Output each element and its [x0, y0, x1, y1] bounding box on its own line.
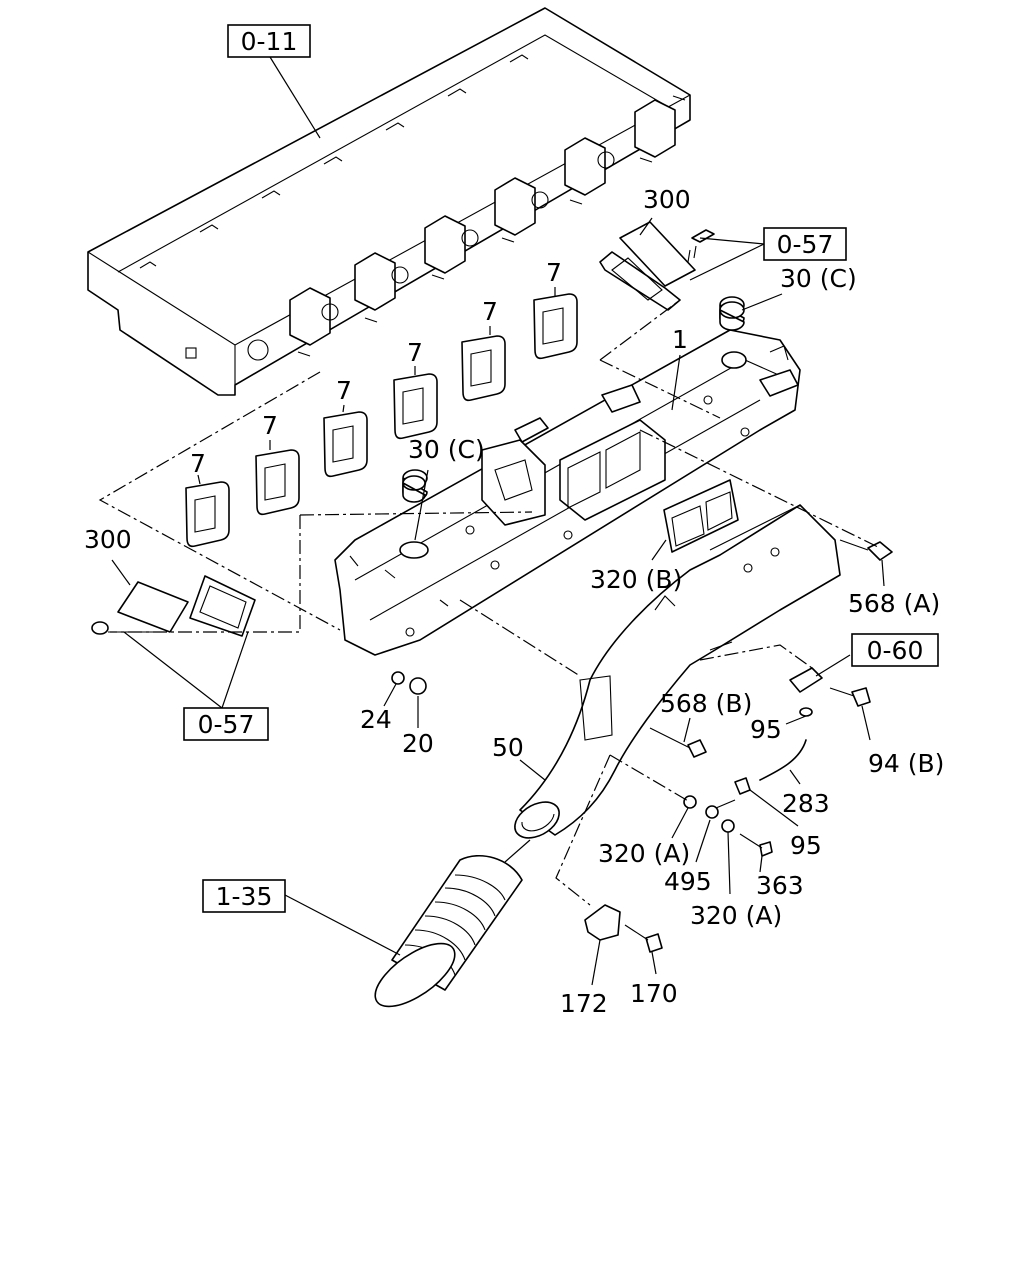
callout-95-lower: 95: [790, 831, 822, 860]
ref-box-0-60[interactable]: 0-60: [851, 633, 939, 667]
callout-568a: 568 (A): [848, 589, 940, 618]
manifold-gaskets-7: [185, 293, 578, 548]
assembly-lines: [98, 299, 881, 906]
reference-boxes: 0-11 0-57 0-57 0-60 1-35: [183, 24, 939, 913]
callout-94b: 94 (B): [868, 749, 944, 778]
callout-320a-lower: 320 (A): [690, 901, 782, 930]
ref-box-0-57-right[interactable]: 0-57: [763, 227, 847, 261]
callout-320b: 320 (B): [590, 565, 682, 594]
callout-20: 20: [402, 729, 434, 758]
callout-170: 170: [630, 979, 678, 1008]
callout-7: 7: [190, 449, 206, 478]
callout-95-upper: 95: [750, 715, 782, 744]
callout-7: 7: [407, 338, 423, 367]
cover-plate-300-left: [91, 575, 256, 637]
callout-1: 1: [672, 325, 688, 354]
cylinder-head-drawing: [87, 7, 691, 396]
svg-text:0-57: 0-57: [777, 230, 834, 259]
callout-495: 495: [664, 867, 712, 896]
callout-7: 7: [336, 376, 352, 405]
exhaust-pipe-50: [514, 504, 841, 839]
callout-320a-upper: 320 (A): [598, 839, 690, 868]
leader-lines: [111, 56, 885, 986]
callout-300-top: 300: [643, 185, 691, 214]
ref-box-0-11[interactable]: 0-11: [227, 24, 311, 58]
callout-283: 283: [782, 789, 830, 818]
callout-568b: 568 (B): [660, 689, 752, 718]
ref-box-0-57-left[interactable]: 0-57: [183, 707, 269, 741]
svg-text:1-35: 1-35: [216, 882, 273, 911]
callout-172: 172: [560, 989, 608, 1018]
callout-300-left: 300: [84, 525, 132, 554]
callout-7: 7: [262, 411, 278, 440]
cover-plate-300-top: [599, 221, 715, 311]
callout-30c-top: 30 (C): [780, 264, 857, 293]
callout-30c-left: 30 (C): [408, 435, 485, 464]
bellows-connector: [374, 855, 523, 1008]
svg-text:0-11: 0-11: [241, 27, 298, 56]
callout-24: 24: [360, 705, 392, 734]
flange-gasket-320b: [663, 479, 739, 553]
ref-box-1-35[interactable]: 1-35: [202, 879, 286, 913]
fasteners: [391, 301, 893, 953]
part-callouts: 300 30 (C) 1 7 7 7 7 7 7 30 (C) 300 320 …: [84, 185, 944, 1018]
svg-text:0-60: 0-60: [867, 636, 924, 665]
callout-7: 7: [546, 258, 562, 287]
callout-50: 50: [492, 733, 524, 762]
svg-text:0-57: 0-57: [198, 710, 255, 739]
callout-7: 7: [482, 297, 498, 326]
callout-363: 363: [756, 871, 804, 900]
